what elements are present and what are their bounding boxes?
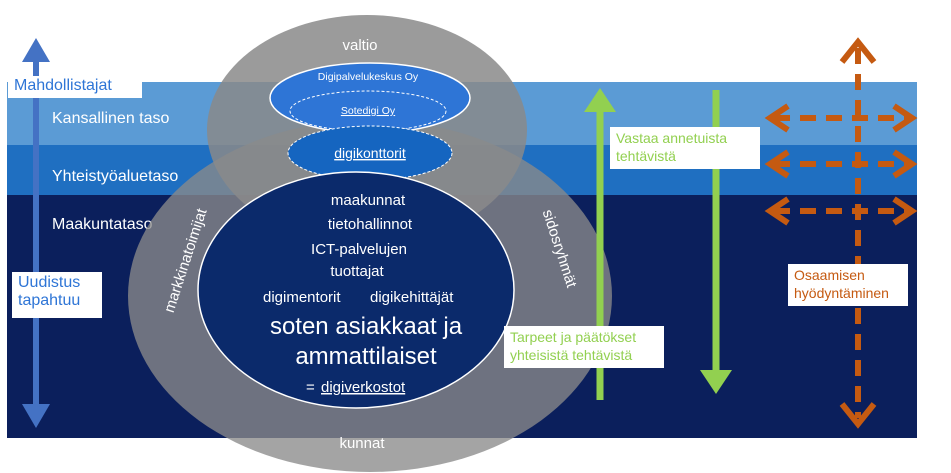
renewal-box: Uudistus tapahtuu xyxy=(12,272,102,318)
orange-vertical-arrow xyxy=(839,37,877,429)
orange-horizontal-arrow-1 xyxy=(764,103,918,133)
responsible-line-2: tehtävistä xyxy=(616,148,676,164)
needs-box: Tarpeet ja päätökset yhteisistä tehtävis… xyxy=(504,326,664,368)
opportunities-box: Mahdollistajat xyxy=(8,76,142,98)
orange-horizontal-arrow-2 xyxy=(764,149,918,179)
expertise-box: Osaamisen hyödyntäminen xyxy=(788,264,908,306)
renewal-line-2: tapahtuu xyxy=(18,292,81,309)
core-line-5a: digimentorit xyxy=(263,289,341,306)
municipalities-label: kunnat xyxy=(339,435,385,452)
responsible-line-1: Vastaa annetuista xyxy=(616,130,728,146)
needs-line-1: Tarpeet ja päätökset xyxy=(510,329,637,345)
digikonttorit-label: digikonttorit xyxy=(334,145,406,161)
renewal-arrow xyxy=(22,38,50,428)
core-line-2: tietohallinnot xyxy=(328,216,413,233)
expertise-line-1: Osaamisen xyxy=(794,267,865,283)
opportunities-label: Mahdollistajat xyxy=(14,77,112,94)
core-line-5b: digikehittäjät xyxy=(370,289,454,306)
needs-line-2: yhteisistä tehtävistä xyxy=(510,347,633,363)
orange-horizontal-arrow-3 xyxy=(764,196,918,226)
sotedigi-label: Sotedigi Oy xyxy=(341,105,396,117)
band-regional-label: Maakuntataso xyxy=(52,216,153,233)
band-cooperation-label: Yhteistyöaluetaso xyxy=(52,168,178,185)
core-line-1: maakunnat xyxy=(331,192,406,209)
core-line-8-prefix: = xyxy=(306,379,315,396)
core-line-6: soten asiakkaat ja xyxy=(270,313,463,340)
sotedigi-ellipse xyxy=(289,90,447,132)
responsible-box: Vastaa annetuista tehtävistä xyxy=(610,127,760,169)
core-line-4: tuottajat xyxy=(330,263,384,280)
state-label: valtio xyxy=(342,37,377,54)
core-line-3: ICT-palvelujen xyxy=(311,241,407,258)
core-ellipse xyxy=(197,171,515,409)
band-national-label: Kansallinen taso xyxy=(52,110,170,127)
expertise-line-2: hyödyntäminen xyxy=(794,285,889,301)
renewal-line-1: Uudistus xyxy=(18,274,81,291)
core-line-8-link: digiverkostot xyxy=(321,379,406,396)
digipalvelukeskus-label: Digipalvelukeskus Oy xyxy=(318,71,419,83)
core-line-7: ammattilaiset xyxy=(295,343,437,370)
